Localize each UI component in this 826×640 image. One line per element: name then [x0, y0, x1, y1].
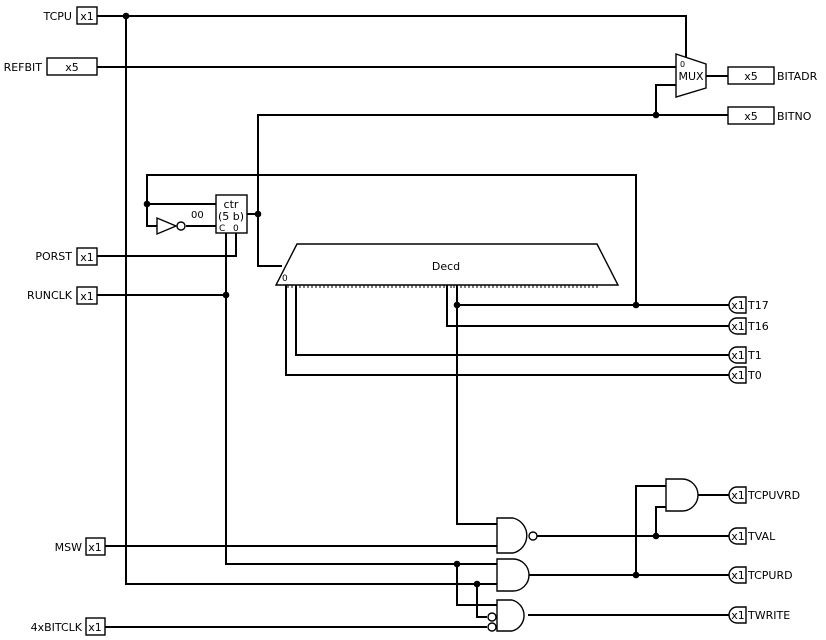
- output-label-twrite: TWRITE: [747, 609, 790, 622]
- input-label-4xbitclk: 4xBITCLK: [31, 621, 83, 634]
- mux[interactable]: MUX 0: [675, 53, 707, 98]
- input-width-porst: x1: [80, 251, 94, 264]
- output-width-twrite: x1: [731, 609, 745, 622]
- output-pin-t17[interactable]: x1 T17: [728, 296, 769, 314]
- and-gate-tcpuvrd[interactable]: [665, 478, 699, 512]
- input-pin-porst[interactable]: PORST x1: [35, 247, 98, 266]
- output-label-bitadr: BITADR: [777, 70, 818, 83]
- input-width-tcpu: x1: [80, 10, 94, 23]
- counter-label: ctr: [224, 198, 239, 211]
- output-pin-t0[interactable]: x1 T0: [728, 366, 762, 384]
- decoder[interactable]: Decd 0: [274, 243, 620, 286]
- output-pin-tcpuvrd[interactable]: x1 TCPUVRD: [728, 486, 800, 504]
- output-pin-twrite[interactable]: x1 TWRITE: [728, 606, 790, 624]
- output-pin-tval[interactable]: x1 TVAL: [728, 527, 776, 545]
- input-width-msw: x1: [88, 541, 102, 554]
- counter-pin-label: 00: [191, 210, 204, 221]
- output-pin-t16[interactable]: x1 T16: [728, 317, 769, 335]
- output-pin-bitadr[interactable]: x5 BITADR: [727, 66, 818, 85]
- output-pin-bitno[interactable]: x5 BITNO: [727, 106, 812, 125]
- decoder-pin: 0: [282, 274, 288, 284]
- input-width-refbit: x5: [65, 61, 79, 74]
- output-label-tcpurd: TCPURD: [747, 569, 793, 582]
- counter[interactable]: ctr (5 b) 00 C 0: [191, 194, 248, 234]
- output-label-t16: T16: [747, 320, 769, 333]
- and-gate-tcpurd[interactable]: [496, 558, 530, 592]
- output-width-bitadr: x5: [744, 70, 758, 83]
- output-width-t1: x1: [731, 349, 745, 362]
- output-width-tcpuvrd: x1: [731, 489, 745, 502]
- counter-clock-pin: C: [219, 224, 225, 234]
- output-width-t17: x1: [731, 299, 745, 312]
- decoder-output-ticks: [287, 285, 598, 288]
- input-pin-refbit[interactable]: REFBIT x5: [4, 57, 98, 76]
- decoder-label: Decd: [432, 260, 460, 273]
- output-label-t0: T0: [747, 369, 762, 382]
- output-width-t16: x1: [731, 320, 745, 333]
- output-label-t17: T17: [747, 299, 769, 312]
- and-gate-tval[interactable]: [496, 517, 538, 554]
- output-label-tval: TVAL: [747, 530, 776, 543]
- input-pin-msw[interactable]: MSW x1: [55, 537, 106, 556]
- output-label-t1: T1: [747, 349, 762, 362]
- output-width-tval: x1: [731, 530, 745, 543]
- input-label-runclk: RUNCLK: [27, 289, 73, 302]
- wires: [97, 15, 731, 628]
- and-gate-twrite[interactable]: [487, 599, 525, 632]
- input-width-4xbitclk: x1: [88, 621, 102, 634]
- counter-reset-pin: 0: [233, 224, 239, 234]
- input-label-porst: PORST: [35, 250, 72, 263]
- counter-width: (5 b): [218, 210, 244, 223]
- inverter[interactable]: [156, 216, 186, 236]
- input-pin-4xbitclk[interactable]: 4xBITCLK x1: [31, 617, 106, 636]
- input-width-runclk: x1: [80, 290, 94, 303]
- input-label-msw: MSW: [55, 541, 82, 554]
- output-pin-tcpurd[interactable]: x1 TCPURD: [728, 566, 793, 584]
- output-label-tcpuvrd: TCPUVRD: [747, 489, 800, 502]
- input-label-refbit: REFBIT: [4, 61, 43, 74]
- output-width-t0: x1: [731, 369, 745, 382]
- mux-label: MUX: [678, 70, 704, 83]
- output-width-tcpurd: x1: [731, 569, 745, 582]
- input-pin-runclk[interactable]: RUNCLK x1: [27, 286, 98, 305]
- input-pin-tcpu[interactable]: TCPU x1: [43, 6, 98, 25]
- output-pin-t1[interactable]: x1 T1: [728, 346, 762, 364]
- output-label-bitno: BITNO: [777, 110, 812, 123]
- input-label-tcpu: TCPU: [43, 10, 72, 23]
- mux-select-pin: 0: [680, 60, 685, 69]
- junction-dots: [122, 12, 660, 588]
- output-width-bitno: x5: [744, 110, 758, 123]
